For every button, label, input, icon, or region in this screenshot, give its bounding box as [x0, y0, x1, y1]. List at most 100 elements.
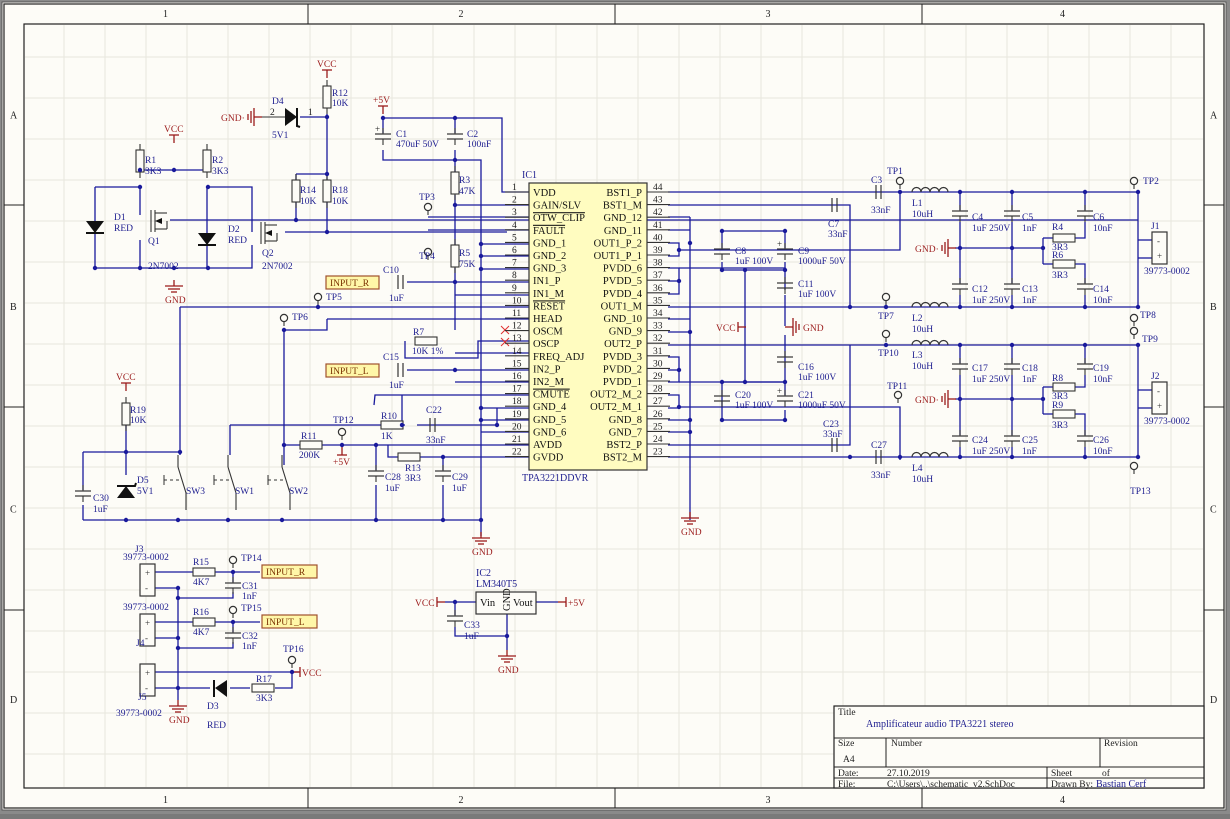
sw2-switch[interactable]	[267, 455, 291, 510]
r14-ref: R14	[300, 186, 316, 196]
sw1-switch[interactable]	[213, 455, 237, 510]
c8-ref: C8	[735, 247, 746, 257]
tp4[interactable]	[423, 247, 433, 260]
c20-ref: C20	[735, 391, 751, 401]
ic1-pin-name: OUT2_P	[604, 339, 642, 350]
c29-value: 1uF	[452, 484, 467, 494]
ic1-pin-number: 14	[512, 347, 522, 357]
date-label: Date:	[838, 769, 859, 779]
ic1-pin-name: GND_10	[604, 314, 643, 325]
c29	[435, 465, 451, 482]
c33-value: 1uF	[464, 632, 479, 642]
ic1-pin-name: AVDD	[533, 440, 562, 451]
r14-value: 10K	[300, 197, 317, 207]
tp-label: TP7	[878, 312, 894, 322]
inner-frame	[23, 23, 1205, 789]
tp-label: TP14	[241, 554, 262, 564]
c32	[225, 627, 241, 644]
d1-led	[86, 221, 104, 234]
ic1-pin-number: 36	[653, 284, 663, 294]
r17-ref: R17	[256, 675, 272, 685]
ic1-pin-number: 23	[653, 448, 663, 458]
c19-ref: C19	[1093, 364, 1109, 374]
l3-value: 10uH	[912, 362, 933, 372]
r16-ref: R16	[193, 608, 209, 618]
tp-label: TP1	[887, 167, 903, 177]
ic1-pin-name: GND_8	[609, 415, 642, 426]
c13-value: 1nF	[1022, 296, 1037, 306]
ic1-pin-number: 29	[653, 372, 663, 382]
ic1-designator: IC1	[522, 170, 537, 181]
tp5[interactable]	[313, 292, 323, 305]
svg-text:+: +	[145, 568, 150, 578]
tp15[interactable]	[228, 605, 238, 618]
sw3-switch[interactable]	[163, 455, 187, 510]
gnd-j: GND	[169, 700, 190, 726]
c2-value: 100nF	[467, 140, 491, 150]
ic1-pin-number: 33	[653, 322, 663, 332]
tp10[interactable]	[881, 329, 891, 342]
zone-row-left: D	[10, 695, 17, 706]
j4-connector: +-	[139, 613, 156, 647]
r12-value: 10K	[332, 99, 349, 109]
r12-ref: R12	[332, 89, 348, 99]
c32-value: 1nF	[242, 642, 257, 652]
sw1-ref: SW1	[235, 487, 254, 497]
tp6[interactable]	[279, 313, 289, 326]
tp13[interactable]	[1129, 461, 1139, 474]
ic1-pin-name: OSCP	[533, 339, 559, 350]
c16-ref: C16	[798, 363, 814, 373]
vcc-ic2-label: VCC	[415, 599, 435, 609]
tp16[interactable]	[287, 655, 297, 668]
p5v-ic2: +5V	[558, 597, 585, 609]
r2-ref: R2	[212, 156, 223, 166]
ic1-pin-name: BST2_P	[606, 440, 642, 451]
ic1-pin-name: GND_3	[533, 264, 566, 275]
tp3[interactable]	[423, 202, 433, 215]
d2-value: RED	[228, 236, 247, 246]
ic2-pin-vout: Vout	[513, 598, 533, 609]
c5-ref: C5	[1022, 213, 1033, 223]
r13-value: 3R3	[405, 474, 421, 484]
l1-value: 10uH	[912, 210, 933, 220]
ic1-pin-number: 27	[653, 397, 663, 407]
tp-label: TP5	[326, 293, 342, 303]
j4-ref: J4	[136, 639, 145, 649]
d1-ref: D1	[114, 213, 126, 223]
size-value: A4	[843, 755, 855, 765]
c10-value: 1uF	[389, 294, 404, 304]
title-block: Title Amplificateur audio TPA3221 stereo…	[833, 705, 1205, 790]
ic1-pin-number: 31	[653, 347, 663, 357]
d2-led	[198, 233, 216, 246]
l2-ref: L2	[912, 314, 923, 324]
r8-ref: R8	[1052, 374, 1063, 384]
tp8[interactable]	[1129, 313, 1139, 326]
ic1-pin-number: 13	[512, 334, 522, 344]
tp14[interactable]	[228, 555, 238, 568]
tp9[interactable]	[1129, 326, 1139, 339]
tp12[interactable]	[337, 427, 347, 440]
ic2-pin-gnd: GND	[502, 588, 513, 611]
l2-value: 10uH	[912, 325, 933, 335]
c16-value: 1uF 100V	[798, 373, 836, 383]
tp1[interactable]	[895, 176, 905, 189]
d3-ref: D3	[207, 702, 219, 712]
gnd-out1-label: GND·	[915, 245, 939, 255]
ic2-designator: IC2	[476, 568, 491, 579]
ic1-pin-name: CMUTE	[533, 390, 570, 401]
j5-connector: +-	[139, 663, 156, 697]
j3-connector: +-	[139, 563, 156, 597]
p5v-c1: +5V	[373, 96, 390, 114]
c28-ref: C28	[385, 473, 401, 483]
tp-label: TP9	[1142, 335, 1158, 345]
tp11[interactable]	[893, 390, 903, 403]
ic1-pin-number: 44	[653, 183, 663, 193]
tp7[interactable]	[881, 292, 891, 305]
tp2[interactable]	[1129, 176, 1139, 189]
c25-value: 1nF	[1022, 447, 1037, 457]
r10-ref: R10	[381, 412, 397, 422]
gnd-q: GND	[165, 280, 186, 306]
drawn-by-value: Bastian Cerf	[1096, 779, 1147, 790]
ic1-pin-number: 3	[512, 208, 517, 218]
c29-ref: C29	[452, 473, 468, 483]
